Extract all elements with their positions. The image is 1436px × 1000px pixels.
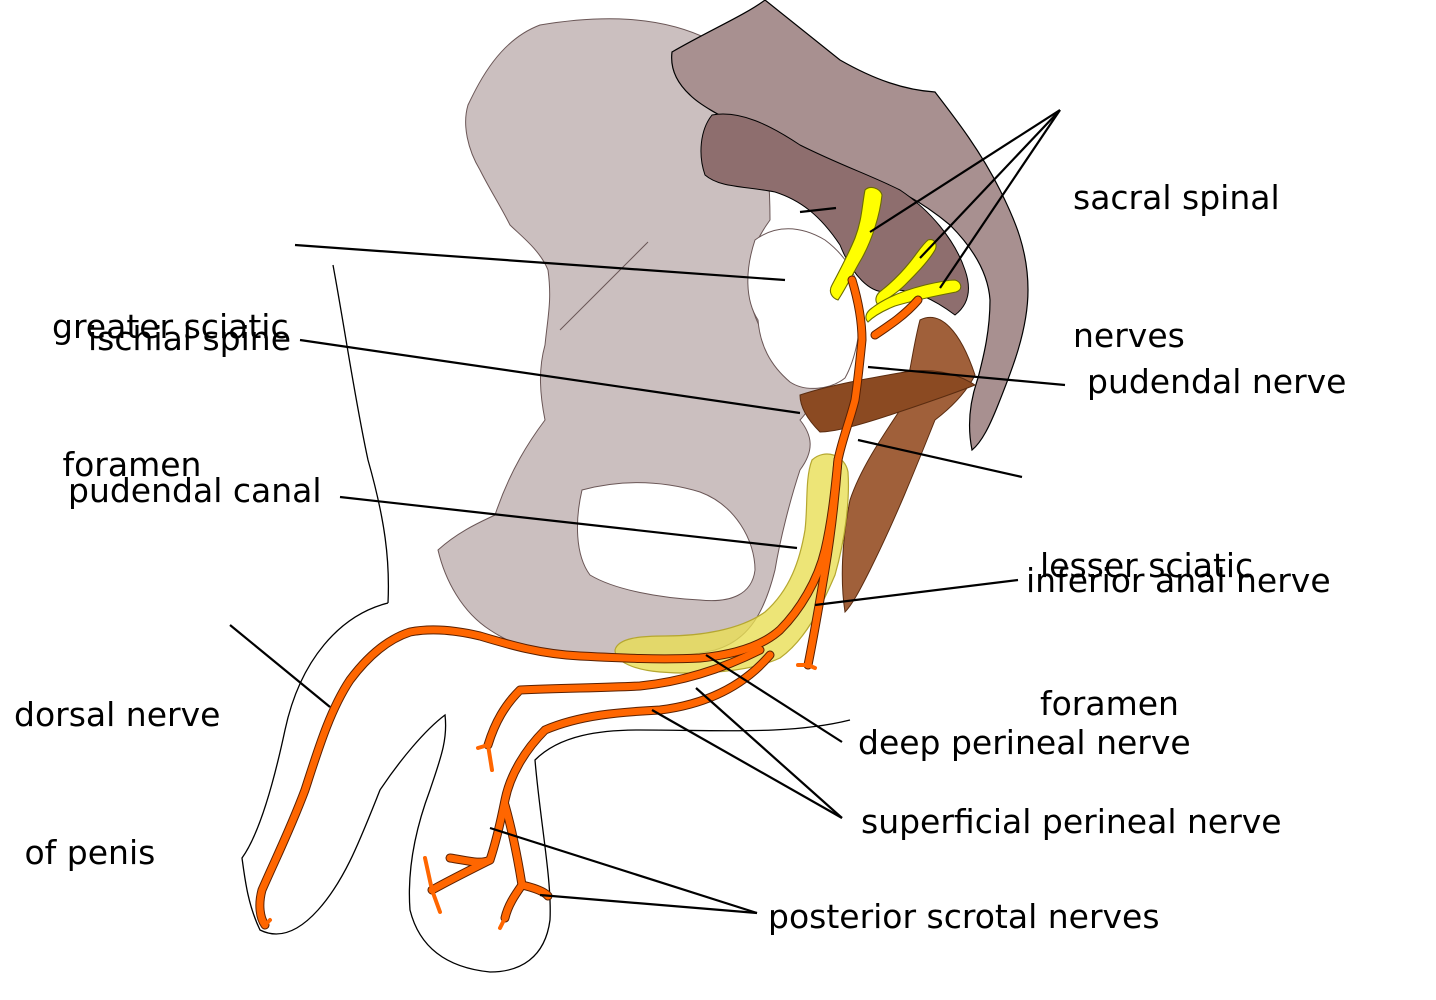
buttock-outline — [332, 264, 390, 604]
label-dorsal-line-2: of penis — [14, 833, 156, 872]
leader-sacrum — [799, 206, 837, 214]
penis-outline — [241, 602, 851, 973]
label-greater-line-1: greater sciatic — [52, 307, 289, 346]
inferior-anal-nerve-path — [804, 456, 842, 669]
label-dorsal-line-1: dorsal nerve — [14, 695, 221, 734]
leader-sacral-1 — [869, 109, 1061, 233]
leader-scrotal-2 — [539, 893, 758, 915]
label-lesser-line-1: lesser sciatic — [1040, 546, 1254, 585]
leader-superficial-2 — [651, 709, 843, 819]
sacrum — [671, 0, 1029, 452]
leader-inferior-anal — [814, 578, 1019, 607]
label-sacral-line-1: sacral spinal — [1073, 178, 1280, 217]
greater-sciatic-foramen-gap — [747, 228, 861, 389]
bone-detail — [559, 241, 649, 331]
label-greater-sciatic-foramen: greater sciatic foramen — [52, 212, 289, 534]
label-sacral-line-2: nerves — [1073, 316, 1185, 355]
leader-pudendal-nerve — [867, 365, 1066, 387]
leader-sacral-3 — [939, 109, 1061, 289]
label-sacral-spinal-nerves: sacral spinal nerves — [1073, 83, 1280, 405]
sacrum-shadow — [700, 113, 969, 316]
leader-dorsal-nerve — [229, 624, 331, 708]
leader-deep-perineal — [705, 654, 843, 743]
sacrospinous-ligament — [799, 370, 977, 433]
dorsal-nerve-path — [256, 456, 842, 929]
scrotal-branch-2 — [446, 854, 494, 866]
label-pudendal-nerve: pudendal nerve — [1087, 362, 1347, 401]
pudendal-nerve-tree — [255, 275, 923, 930]
body-outline — [241, 264, 851, 973]
label-inferior-anal-nerve: inferior anal nerve — [1026, 561, 1331, 600]
leader-superficial-1 — [695, 687, 843, 819]
label-posterior-scrotal-nerves: posterior scrotal nerves — [768, 897, 1160, 936]
leader-pudendal-canal — [339, 495, 798, 550]
leader-scrotal-1 — [489, 826, 758, 915]
label-deep-perineal-nerve: deep perineal nerve — [858, 723, 1191, 762]
label-lesser-sciatic-foramen: lesser sciatic foramen — [1040, 451, 1253, 773]
label-dorsal-nerve-of-penis: dorsal nerve of penis — [14, 600, 220, 922]
leader-sacral-2 — [919, 109, 1061, 259]
scrotal-branch-4 — [501, 881, 526, 922]
pudendal-nerve-trunk — [834, 276, 866, 464]
leader-lesser-sciatic — [857, 438, 1023, 479]
leader-lines — [229, 109, 1066, 915]
scrotal-branch-1 — [501, 801, 526, 889]
pudendal-root-branch — [871, 296, 922, 339]
sacral-nerve-1 — [829, 186, 883, 301]
leader-ischial-spine — [299, 338, 801, 415]
label-pudendal-canal: pudendal canal — [68, 471, 322, 510]
obturator-foramen — [576, 482, 756, 602]
superficial-perineal-upper-path — [484, 646, 764, 749]
label-greater-line-2: foramen — [52, 445, 202, 484]
label-lesser-line-2: foramen — [1040, 684, 1179, 723]
label-ischial-spine: ischial spine — [88, 319, 291, 358]
nerve-twigs — [263, 663, 817, 930]
leader-greater-sciatic — [294, 243, 786, 282]
ligaments — [799, 317, 977, 614]
label-superficial-perineal-nerve: superficial perineal nerve — [861, 802, 1282, 841]
